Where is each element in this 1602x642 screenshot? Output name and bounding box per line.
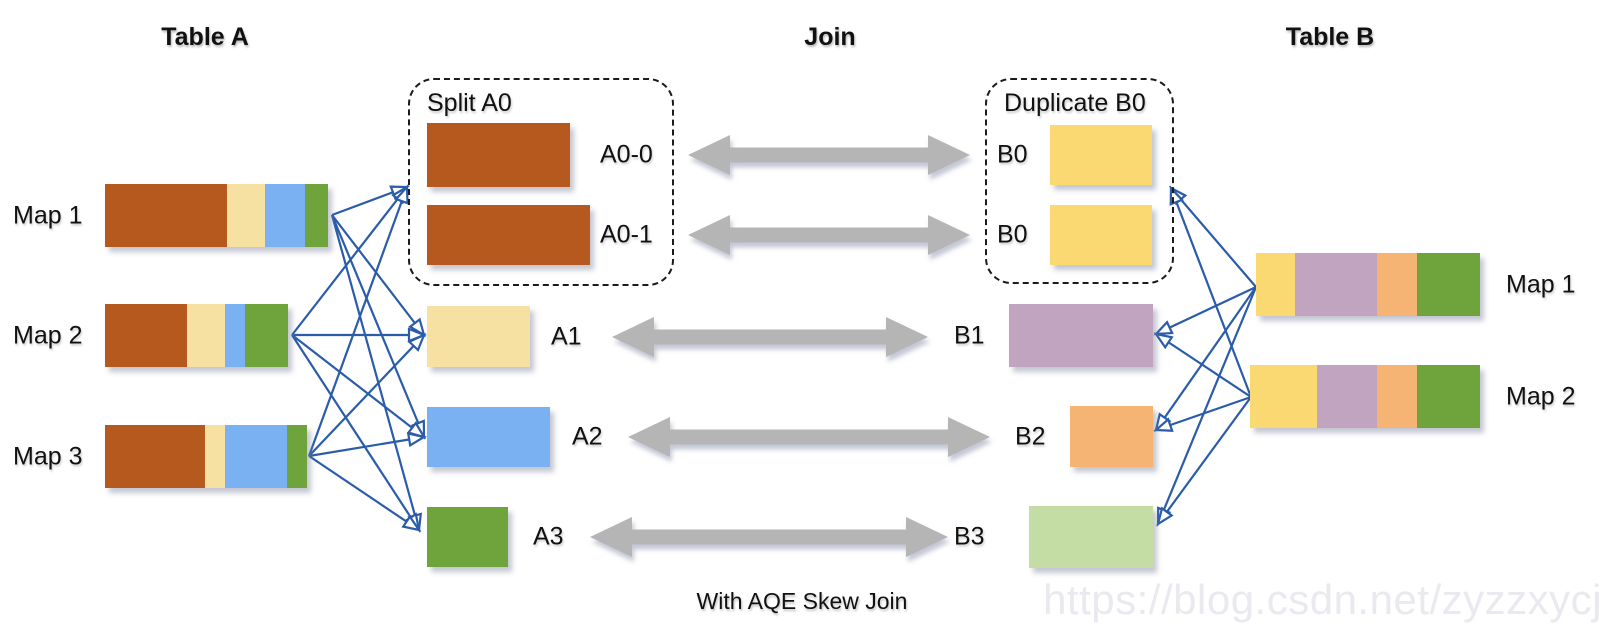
- table-a-title: Table A: [161, 23, 249, 51]
- bar-segment-green: [245, 304, 288, 367]
- partition-label-a0-1: A0-1: [600, 220, 653, 249]
- bar-segment-yellow: [1256, 253, 1295, 316]
- shuffle-link-left: [291, 334, 421, 533]
- partition-label-a0-0: A0-0: [600, 140, 653, 169]
- bar-segment-purple: [1317, 365, 1377, 428]
- bar-segment-brown: [105, 304, 187, 367]
- partition-label-a3: A3: [533, 522, 564, 551]
- caption: With AQE Skew Join: [696, 588, 908, 614]
- partition-label-b2: B2: [1015, 422, 1046, 450]
- partition-label-b3: B3: [954, 522, 985, 551]
- partition-b0-top: [1050, 125, 1152, 185]
- table-b-bar-map-1: [1256, 253, 1480, 316]
- table-a-map-label: Map 2: [13, 321, 83, 349]
- table-a-bar-map-2: [105, 304, 288, 367]
- table-a-bar-map-3: [105, 425, 307, 488]
- partition-label-b0-top: B0: [997, 140, 1028, 169]
- shuffle-link-right: [1154, 286, 1257, 433]
- table-b-map-label: Map 2: [1506, 382, 1576, 410]
- duplicate-b0-box: Duplicate B0: [985, 78, 1174, 284]
- shuffle-link-right: [1156, 396, 1252, 527]
- bar-segment-cream: [227, 184, 265, 247]
- bar-segment-green: [305, 184, 328, 247]
- table-a-map-label: Map 3: [13, 442, 83, 470]
- partition-b3: [1029, 506, 1153, 568]
- partition-label-b1: B1: [954, 321, 985, 349]
- partition-label-a2: A2: [572, 422, 603, 451]
- watermark: https://blog.csdn.net/zyzzxycj: [1043, 576, 1602, 623]
- partition-b1: [1009, 304, 1153, 367]
- shuffle-link-right: [1153, 395, 1252, 432]
- shuffle-link-right: [1153, 286, 1257, 336]
- join-arrow: [628, 417, 990, 457]
- partition-a0-0: [427, 123, 570, 187]
- shuffle-link-left: [307, 184, 409, 457]
- partition-a0-1: [427, 205, 590, 265]
- partition-b0-bottom: [1050, 205, 1152, 265]
- partition-a3: [427, 507, 508, 567]
- table-a-map-label: Map 1: [13, 201, 83, 229]
- partition-a1: [427, 306, 530, 367]
- partition-label-a1: A1: [551, 322, 582, 350]
- join-arrow: [590, 517, 948, 557]
- shuffle-link-right: [1153, 332, 1252, 398]
- shuffle-link-left: [291, 334, 427, 439]
- split-a0-box: Split A0: [408, 78, 674, 286]
- bar-segment-blue: [265, 184, 305, 247]
- bar-segment-cream: [205, 425, 225, 488]
- bar-segment-purple: [1295, 253, 1377, 316]
- bar-segment-orange: [1377, 365, 1417, 428]
- table-b-bar-map-2: [1250, 365, 1480, 428]
- table-a-bar-map-1: [105, 184, 328, 247]
- duplicate-b0-label: Duplicate B0: [1004, 89, 1146, 117]
- shuffle-link-left: [330, 214, 423, 533]
- table-b-map-label: Map 1: [1506, 270, 1576, 298]
- bar-segment-brown: [105, 425, 205, 488]
- split-a0-label: Split A0: [427, 89, 512, 117]
- shuffle-link-left: [308, 332, 427, 457]
- shuffle-link-left: [331, 214, 426, 338]
- join-arrow: [612, 317, 928, 357]
- partition-b2: [1070, 406, 1153, 467]
- bar-segment-blue: [225, 425, 287, 488]
- bar-segment-brown: [105, 184, 227, 247]
- bar-segment-yellow: [1250, 365, 1317, 428]
- bar-segment-orange: [1377, 253, 1417, 316]
- bar-segment-green: [1417, 365, 1480, 428]
- shuffle-link-left: [291, 184, 409, 336]
- partition-a2: [427, 407, 550, 467]
- table-b-title: Table B: [1285, 23, 1375, 51]
- shuffle-link-left: [308, 455, 422, 532]
- join-arrow: [688, 215, 970, 255]
- shuffle-link-right: [1156, 286, 1258, 527]
- partition-label-b0-bottom: B0: [997, 220, 1028, 249]
- shuffle-link-left: [308, 432, 427, 458]
- shuffle-link-right: [1169, 185, 1257, 288]
- bar-segment-cream: [187, 304, 225, 367]
- shuffle-link-right: [1169, 185, 1253, 398]
- bar-segment-blue: [225, 304, 245, 367]
- join-title: Join: [804, 23, 856, 51]
- bar-segment-green: [1417, 253, 1480, 316]
- join-arrow: [688, 135, 970, 175]
- shuffle-link-left: [330, 214, 426, 440]
- bar-segment-green: [287, 425, 307, 488]
